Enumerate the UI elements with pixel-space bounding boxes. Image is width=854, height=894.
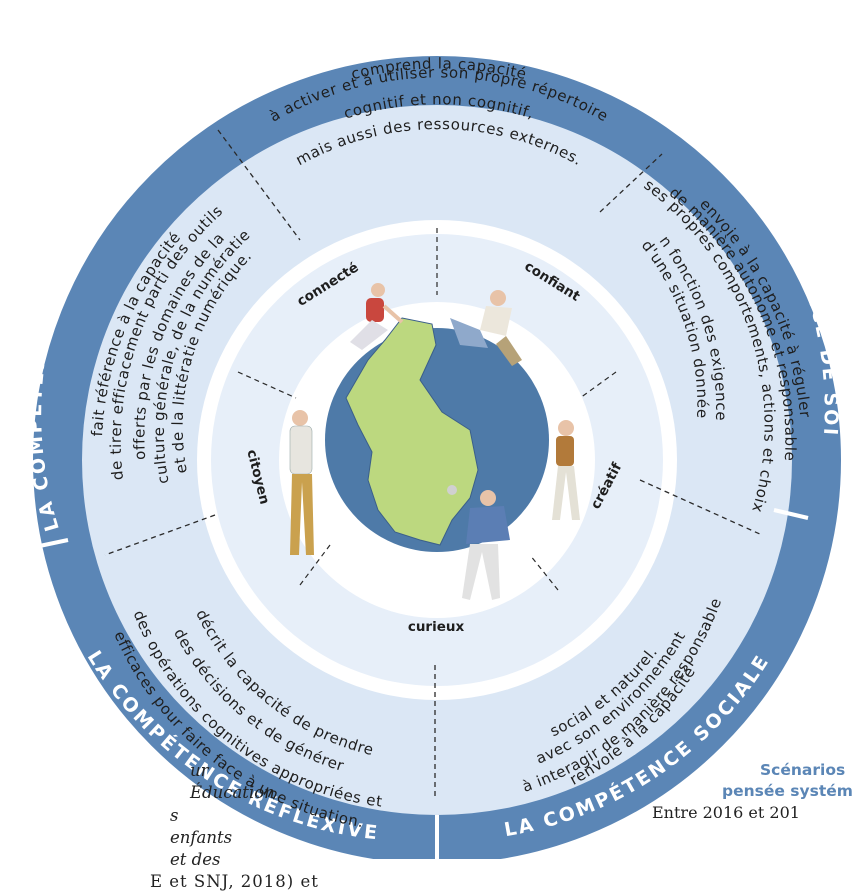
competences-diagram: LA COMPÉTENCE TRANSFORMATRICE LA COMPÉTE… xyxy=(0,0,843,859)
attribute-dividers xyxy=(237,228,617,591)
luxembourg-map xyxy=(345,317,479,546)
right-line-3: Entre 2016 et 201 xyxy=(652,802,800,822)
figure-connecte-icon xyxy=(350,283,404,350)
left-line-1: ur Éducation xyxy=(190,761,275,803)
figure-creatif-icon xyxy=(552,420,580,520)
right-line-1: Scénarios xyxy=(760,761,846,779)
label-curieux: curieux xyxy=(408,619,465,635)
figure-confiant-icon xyxy=(450,290,522,366)
right-side-text: Scénarios pensée systém Entre 2016 et 20… xyxy=(652,760,854,823)
segment-dividers xyxy=(104,129,763,800)
right-line-2: pensée systém xyxy=(722,781,853,800)
left-side-text: ur Éducation s enfants et des E et SNJ, … xyxy=(0,760,319,894)
figure-curieux-icon xyxy=(447,485,510,600)
left-line-2: s enfants et des xyxy=(170,805,233,870)
figure-citoyen-icon xyxy=(289,410,314,555)
left-line-3: E et SNJ, 2018) et xyxy=(150,872,319,892)
outer-ring-separators xyxy=(29,97,809,859)
